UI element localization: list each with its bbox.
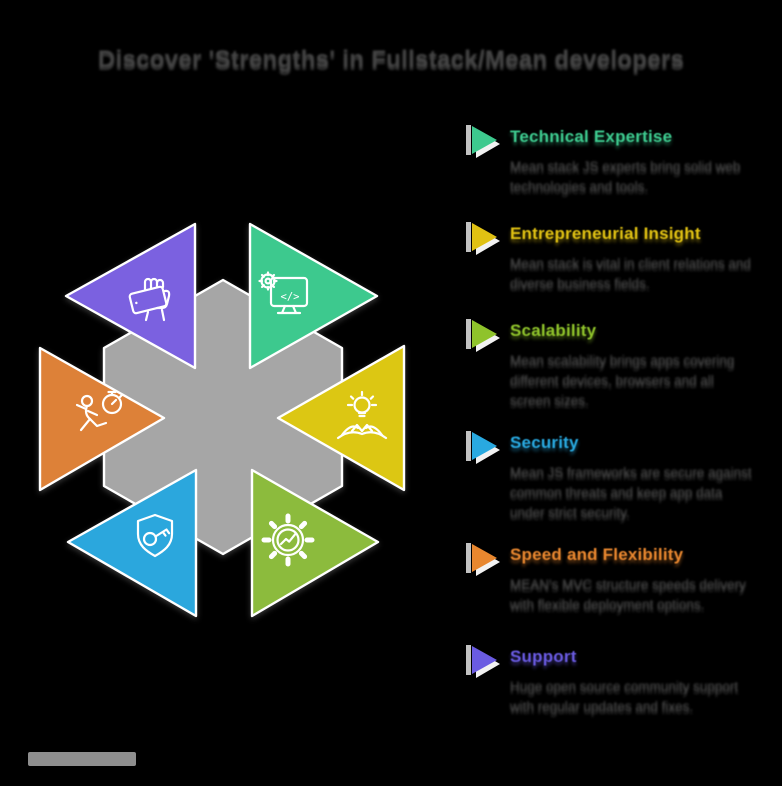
play-marker-icon (466, 318, 506, 352)
runner-stopwatch-icon (75, 390, 124, 432)
play-triangle-icon (472, 320, 497, 348)
monitor-code-icon: </> (258, 271, 309, 315)
play-triangle-icon (472, 646, 497, 674)
marker-strip (466, 431, 471, 461)
play-marker-icon (466, 430, 506, 464)
legend-title: Technical Expertise (510, 127, 673, 146)
marker-strip (466, 319, 471, 349)
play-triangle-icon (472, 544, 497, 572)
segment-technical-expertise-triangle (248, 222, 379, 370)
marker-strip (466, 645, 471, 675)
play-triangle-icon (472, 432, 497, 460)
segment-security-triangle (66, 468, 198, 618)
legend-description: Mean stack JS experts bring solid web te… (510, 159, 741, 194)
hexagon-star-diagram: </> (20, 210, 420, 630)
code-glyph: </> (281, 291, 300, 303)
legend-item-support: Support Huge open source community suppo… (466, 644, 755, 717)
legend-title: Scalability (510, 321, 597, 340)
fist-phone-icon (128, 277, 171, 322)
segment-speed-flexibility-triangle (38, 346, 166, 492)
legend-title: Support (510, 647, 577, 666)
legend-title: Speed and Flexibility (510, 545, 684, 564)
play-triangle-icon (472, 126, 497, 154)
play-triangle-icon (472, 223, 497, 251)
legend-item-speed-and-flexibility: Speed and Flexibility MEAN's MVC structu… (466, 542, 755, 615)
legend-description: Huge open source community support with … (510, 679, 739, 714)
legend-description: Mean JS frameworks are secure against co… (510, 465, 752, 520)
legend-item-entrepreneurial-insight: Entrepreneurial Insight Mean stack is vi… (466, 221, 755, 294)
legend-description: MEAN's MVC structure speeds delivery wit… (510, 577, 746, 612)
legend-item-technical-expertise: Technical Expertise Mean stack JS expert… (466, 124, 755, 197)
legend-title: Entrepreneurial Insight (510, 224, 701, 243)
marker-strip (466, 125, 471, 155)
legend-item-security: Security Mean JS frameworks are secure a… (466, 430, 755, 523)
shield-key-icon (136, 513, 174, 558)
play-marker-icon (466, 644, 506, 678)
marker-strip (466, 222, 471, 252)
page-title: Discover 'Strengths' in Fullstack/Mean d… (97, 46, 685, 73)
footer-logo-placeholder (28, 752, 136, 766)
legend-item-scalability: Scalability Mean scalability brings apps… (466, 318, 755, 411)
play-marker-icon (466, 221, 506, 255)
marker-strip (466, 543, 471, 573)
gear-chart-icon (261, 513, 315, 567)
legend-description: Mean stack is vital in client relations … (510, 256, 751, 291)
legend-title: Security (510, 433, 579, 452)
play-marker-icon (466, 124, 506, 158)
segment-entrepreneurial-insight-triangle (276, 344, 406, 492)
legend-description: Mean scalability brings apps covering di… (510, 353, 735, 408)
play-marker-icon (466, 542, 506, 576)
person-lightbulb-icon (336, 390, 388, 440)
segment-scalability-triangle (250, 468, 380, 618)
